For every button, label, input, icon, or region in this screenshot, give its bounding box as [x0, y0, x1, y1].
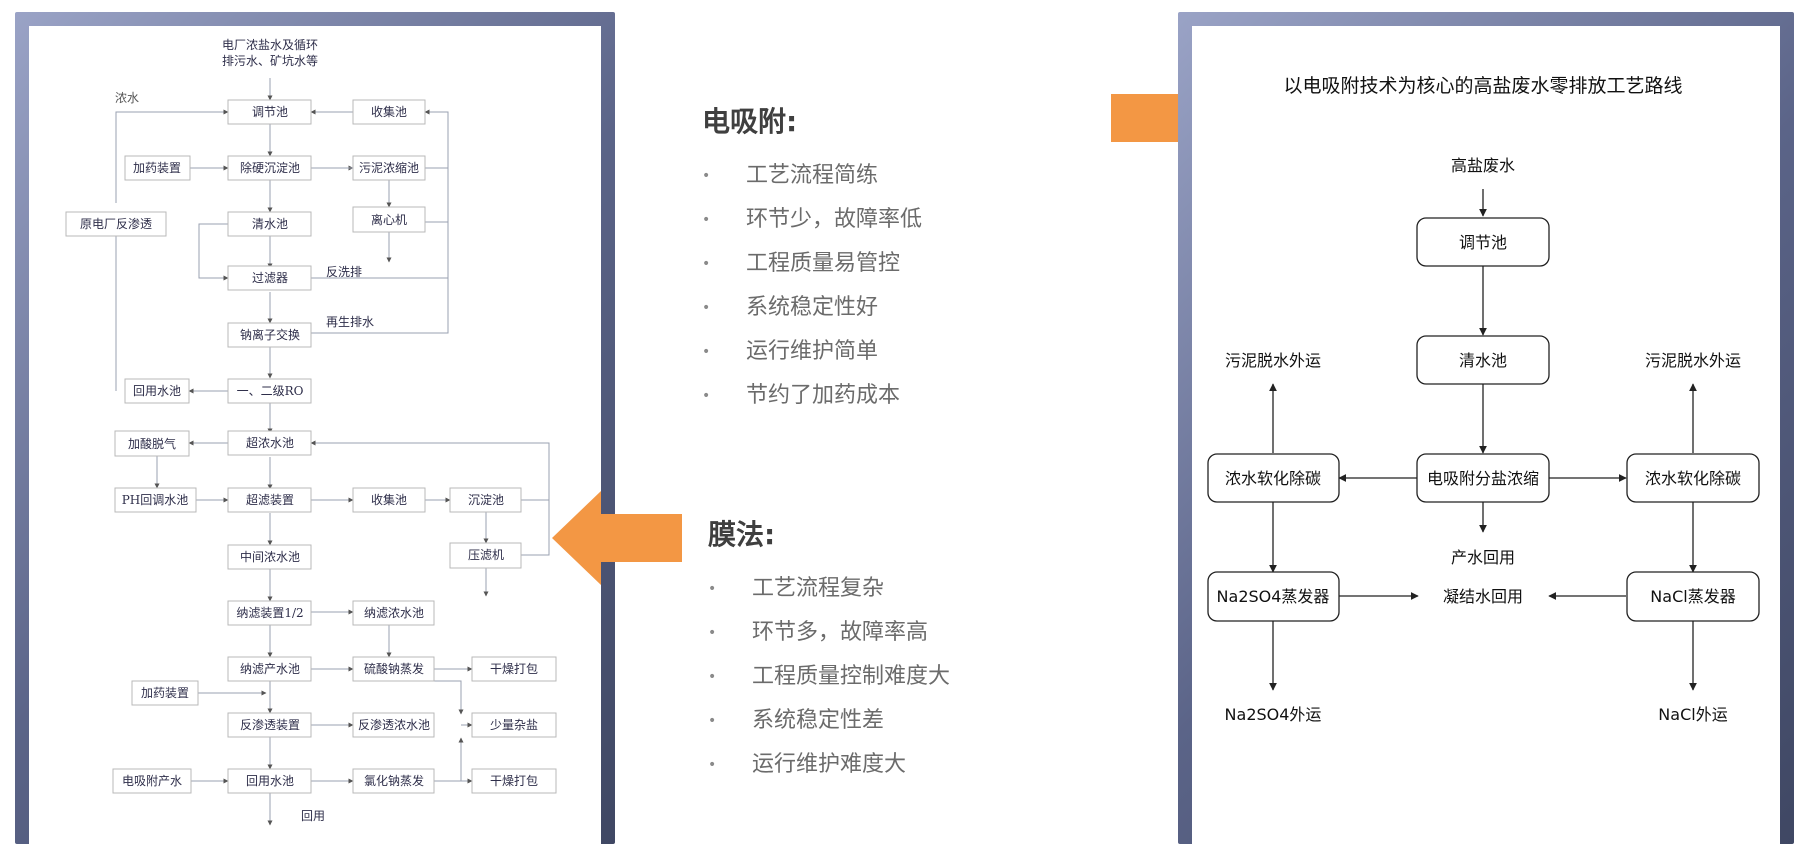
box-wuni-nongsuo: 污泥浓缩池: [359, 160, 419, 175]
node-ningjie: 凝结水回用: [1443, 587, 1523, 606]
bullet-icon: •: [708, 713, 717, 729]
box-lvhuana: 氯化钠蒸发: [364, 773, 424, 788]
source-title-2: 排污水、矿坑水等: [222, 53, 318, 68]
label-fanxipai: 反洗排: [326, 265, 362, 279]
electro-heading: 电吸附:: [702, 105, 798, 138]
list-item: •工程质量易管控: [702, 242, 922, 286]
list-item: •工艺流程简练: [702, 154, 922, 198]
left-diagram-frame: 电厂浓盐水及循环 排污水、矿坑水等 浓水 反洗排 再生排水 回用 调节池 收集池…: [15, 12, 615, 844]
bullet-icon: •: [708, 625, 717, 641]
right-diagram-paper: 以电吸附技术为核心的高盐废水零排放工艺路线 高盐废水 调节池 清水池 电吸附分盐…: [1192, 26, 1780, 844]
list-item: •工程质量控制难度大: [708, 655, 950, 699]
box-shoujichi-1: 收集池: [371, 104, 407, 119]
box-yalvji: 压滤机: [468, 548, 504, 562]
node-left-wuni: 污泥脱水外运: [1225, 351, 1321, 370]
box-shoujichi-2: 收集池: [371, 492, 407, 507]
bullet-icon: •: [702, 212, 711, 228]
box-huiyong-shuichi-1: 回用水池: [133, 384, 181, 398]
box-na-lizi: 钠离子交换: [240, 327, 300, 342]
bullet-icon: •: [702, 388, 711, 404]
box-shaoliang: 少量杂盐: [490, 718, 538, 732]
box-nalv-chan: 纳滤产水池: [240, 662, 300, 676]
bullet-icon: •: [702, 168, 711, 184]
box-yuan-ro: 原电厂反渗透: [80, 216, 152, 231]
box-ganzao-1: 干燥打包: [490, 662, 538, 676]
arrow-left-icon: [552, 491, 682, 585]
electro-flowchart: 以电吸附技术为核心的高盐废水零排放工艺路线 高盐废水 调节池 清水池 电吸附分盐…: [1192, 26, 1780, 844]
box-chaonong-chi: 超浓水池: [246, 435, 294, 450]
list-item: •环节多，故障率高: [708, 611, 950, 655]
node-right-ruanhua: 浓水软化除碳: [1645, 469, 1741, 488]
box-ganzao-2: 干燥打包: [490, 774, 538, 788]
box-liusuanna: 硫酸钠蒸发: [364, 661, 424, 676]
box-jiayao-2: 加药装置: [141, 686, 189, 700]
electro-advantages: 电吸附: •工艺流程简练 •环节少，故障率低 •工程质量易管控 •系统稳定性好 …: [702, 100, 922, 418]
box-jiasuan: 加酸脱气: [128, 436, 176, 451]
bullet-icon: •: [708, 669, 717, 685]
list-item: •系统稳定性好: [702, 286, 922, 330]
node-nacl-out: NaCl外运: [1658, 705, 1727, 724]
node-na2so4-out: Na2SO4外运: [1225, 705, 1322, 724]
list-item: •工艺流程复杂: [708, 567, 950, 611]
box-zhongjian: 中间浓水池: [240, 549, 300, 564]
box-tiaojiechi: 调节池: [252, 105, 288, 119]
box-chendian: 沉淀池: [468, 493, 504, 507]
label-nongshui: 浓水: [115, 91, 139, 105]
right-diagram-frame: 以电吸附技术为核心的高盐废水零排放工艺路线 高盐废水 调节池 清水池 电吸附分盐…: [1178, 12, 1794, 844]
bullet-icon: •: [708, 757, 717, 773]
list-item: •运行维护难度大: [708, 743, 950, 787]
left-diagram-paper: 电厂浓盐水及循环 排污水、矿坑水等 浓水 反洗排 再生排水 回用 调节池 收集池…: [29, 26, 601, 844]
membrane-heading: 膜法:: [708, 518, 776, 551]
bullet-icon: •: [702, 256, 711, 272]
box-fanshentou: 反渗透装置: [240, 717, 300, 732]
list-item: •节约了加药成本: [702, 374, 922, 418]
membrane-disadvantages: 膜法: •工艺流程复杂 •环节多，故障率高 •工程质量控制难度大 •系统稳定性差…: [708, 513, 950, 787]
right-title: 以电吸附技术为核心的高盐废水零排放工艺路线: [1283, 75, 1682, 97]
list-item: •运行维护简单: [702, 330, 922, 374]
box-jiayao-1: 加药装置: [133, 161, 181, 175]
box-chaolv: 超滤装置: [246, 492, 294, 507]
box-qingshuichi: 清水池: [252, 217, 288, 231]
node-right-wuni: 污泥脱水外运: [1645, 351, 1741, 370]
box-ph-tiao: PH回调水池: [122, 493, 189, 507]
box-dianxifu-chan: 电吸附产水: [122, 774, 182, 788]
node-dianxifu: 电吸附分盐浓缩: [1427, 469, 1539, 488]
bullet-icon: •: [708, 581, 717, 597]
list-item: •系统稳定性差: [708, 699, 950, 743]
node-tiaojiechi: 调节池: [1459, 233, 1507, 252]
membrane-flowchart: 电厂浓盐水及循环 排污水、矿坑水等 浓水 反洗排 再生排水 回用 调节池 收集池…: [29, 26, 601, 844]
box-huiyong-shuichi-2: 回用水池: [246, 774, 294, 788]
source-title-1: 电厂浓盐水及循环: [222, 38, 318, 52]
node-qingshuichi: 清水池: [1459, 351, 1507, 370]
bullet-icon: •: [702, 300, 711, 316]
node-left-ruanhua: 浓水软化除碳: [1225, 469, 1321, 488]
box-nalv-nong: 纳滤浓水池: [364, 606, 424, 620]
node-gaoyan: 高盐废水: [1451, 156, 1515, 175]
box-nalv-12: 纳滤装置1/2: [236, 606, 303, 620]
node-nacl-evap: NaCl蒸发器: [1650, 587, 1735, 606]
label-zaisheng: 再生排水: [326, 315, 374, 329]
list-item: •环节少，故障率低: [702, 198, 922, 242]
node-chanshui: 产水回用: [1451, 548, 1515, 567]
box-ro-12: 一、二级RO: [237, 384, 304, 398]
box-chuying: 除硬沉淀池: [240, 160, 300, 175]
label-huiyong: 回用: [301, 809, 325, 823]
box-guolvqi: 过滤器: [252, 271, 288, 285]
node-na2so4-evap: Na2SO4蒸发器: [1217, 587, 1330, 606]
box-fst-nong: 反渗透浓水池: [358, 717, 430, 732]
box-lixinji: 离心机: [371, 212, 407, 227]
bullet-icon: •: [702, 344, 711, 360]
